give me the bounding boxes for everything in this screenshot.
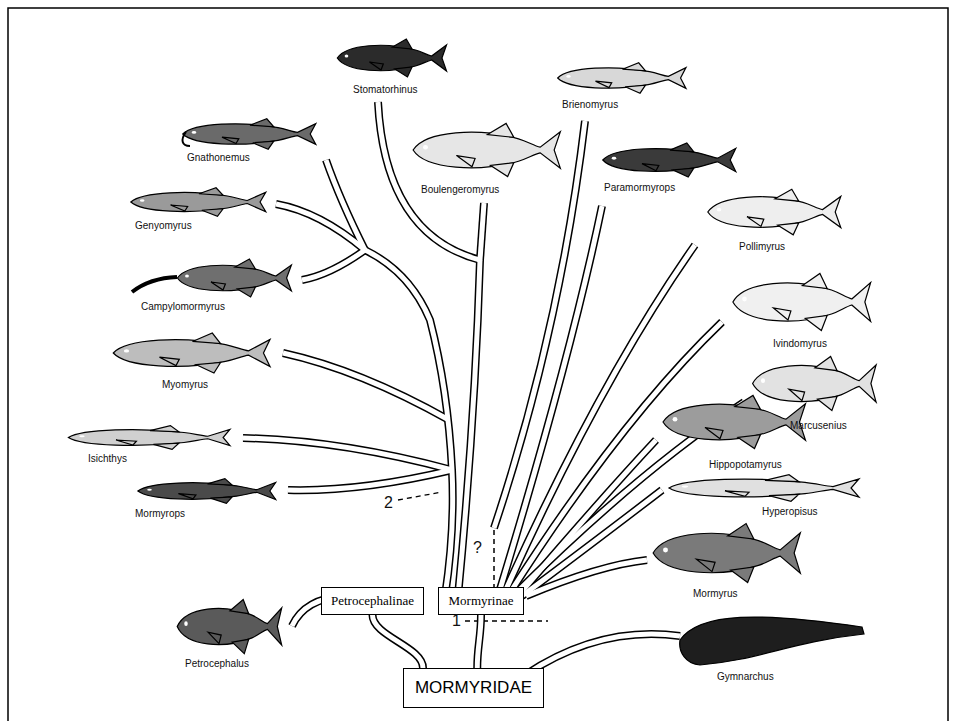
- fish-snout: [132, 277, 177, 292]
- fish: [669, 475, 859, 502]
- genus-name: Pollimyrus: [739, 241, 785, 252]
- genus-name: Petrocephalus: [185, 658, 249, 669]
- fish: [138, 479, 276, 504]
- fish: [113, 333, 270, 373]
- genus-name: Mormyrus: [693, 588, 737, 599]
- taxon-name: Mormyrinae: [449, 594, 514, 608]
- genus-name: Boulengeromyrus: [421, 184, 499, 195]
- genus-name: Marcusenius: [790, 420, 847, 431]
- fish: [663, 395, 806, 448]
- genus-name: Paramormyrops: [604, 182, 675, 193]
- fish: [177, 599, 282, 653]
- taxon-box: MORMYRIDAE: [403, 668, 544, 708]
- branch-fill: [243, 102, 744, 675]
- fish: [603, 143, 736, 177]
- branch-fill: [477, 615, 481, 668]
- genus-name: Stomatorhinus: [353, 84, 417, 95]
- fish: [183, 119, 316, 149]
- fish-drawings: [68, 39, 876, 665]
- callout-number: 1: [452, 612, 461, 630]
- fish: [337, 39, 446, 77]
- callout-number: ?: [473, 539, 482, 557]
- branch-fill: [373, 615, 424, 668]
- frame: [8, 8, 948, 721]
- taxon-box: Mormyrinae: [438, 587, 524, 615]
- genus-name: Myomyrus: [162, 379, 208, 390]
- genus-name: Brienomyrus: [562, 99, 618, 110]
- genus-name: Hippopotamyrus: [709, 459, 782, 470]
- fish: [558, 63, 686, 93]
- callout-number: 2: [384, 494, 393, 512]
- tree-branch: [477, 615, 481, 668]
- fish: [753, 356, 877, 410]
- fish: [708, 189, 841, 235]
- genus-name: Mormyrops: [135, 508, 185, 519]
- branch-outline: [477, 615, 481, 668]
- tree-branch: [373, 615, 424, 668]
- fish: [131, 188, 266, 217]
- genus-name: Gymnarchus: [717, 671, 774, 682]
- taxon-box: Petrocephalinae: [321, 587, 424, 615]
- genus-name: Hyperopisus: [762, 506, 818, 517]
- branch-outline: [243, 102, 744, 675]
- taxon-name: Petrocephalinae: [331, 594, 414, 608]
- fish: [413, 123, 560, 176]
- fish: [68, 426, 230, 450]
- genus-name: Isichthys: [88, 453, 127, 464]
- genus-name: Gnathonemus: [187, 152, 250, 163]
- fish: [177, 259, 291, 297]
- branch-outline: [373, 615, 424, 668]
- fish-chin: [183, 132, 190, 146]
- genus-name: Genyomyrus: [135, 220, 192, 231]
- fish: [653, 524, 800, 583]
- fish: [733, 274, 871, 331]
- fish: [680, 617, 864, 665]
- genus-name: Ivindomyrus: [773, 338, 827, 349]
- taxon-name: MORMYRIDAE: [415, 679, 532, 698]
- callout-line: [398, 492, 442, 500]
- genus-name: Campylomormyrus: [141, 301, 225, 312]
